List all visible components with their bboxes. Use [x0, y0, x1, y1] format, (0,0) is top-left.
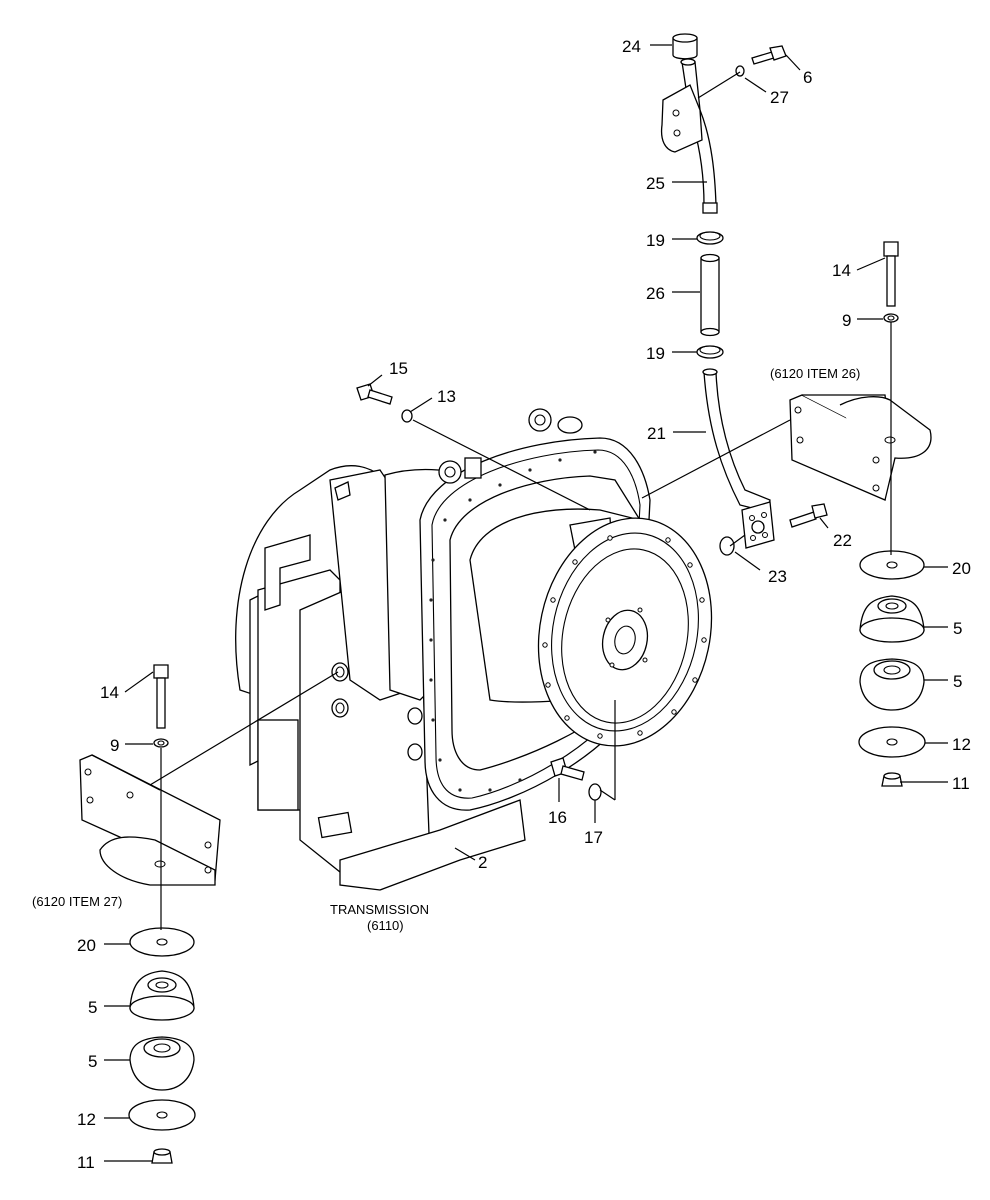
callout-5-right-upper: 5 — [953, 619, 962, 638]
callout-14-left: 14 — [100, 683, 119, 702]
nut-11-left — [151, 1148, 173, 1164]
bolt-14-left — [153, 664, 169, 729]
caption-transmission: TRANSMISSION — [330, 902, 429, 917]
front-flange — [537, 517, 713, 747]
callout-16: 16 — [548, 808, 567, 827]
callout-23: 23 — [768, 567, 787, 586]
bolt-15 — [356, 383, 393, 405]
callout-14-right: 14 — [832, 261, 851, 280]
caption-transmission-ref: (6110) — [367, 918, 404, 933]
callout-13: 13 — [437, 387, 456, 406]
washer-27 — [735, 65, 745, 77]
bolt-22 — [789, 503, 828, 528]
callout-21: 21 — [647, 424, 666, 443]
callout-27: 27 — [770, 88, 789, 107]
callout-19-upper: 19 — [646, 231, 665, 250]
bolt-6 — [751, 45, 787, 65]
plate-20-right — [859, 550, 925, 580]
rubber-mount-5-right-lower — [859, 658, 925, 711]
callout-9-right: 9 — [842, 311, 851, 330]
callout-labels: 24 6 27 25 19 26 19 14 9 15 13 21 22 23 … — [77, 37, 971, 1172]
hose-clamp-upper — [696, 231, 724, 245]
callout-20-right: 20 — [952, 559, 971, 578]
callout-11-left: 11 — [77, 1153, 95, 1172]
bolt-14-right — [883, 241, 899, 307]
caption-6120-item-27: (6120 ITEM 27) — [32, 894, 122, 909]
filler-tube — [660, 58, 718, 214]
hose — [700, 253, 720, 337]
plate-12-right — [858, 726, 926, 758]
flange-bolt-holes — [542, 535, 707, 739]
callout-26: 26 — [646, 284, 665, 303]
washer-9-left — [153, 738, 169, 748]
callout-19-lower: 19 — [646, 344, 665, 363]
o-ring-23 — [719, 536, 735, 556]
mount-bracket-right — [789, 394, 932, 501]
callout-25: 25 — [646, 174, 665, 193]
assembly-lines — [104, 44, 948, 1162]
washer-9-right — [883, 313, 899, 323]
rubber-mount-5-right-upper — [859, 595, 925, 643]
caption-6120-item-26: (6120 ITEM 26) — [770, 366, 860, 381]
bolt-16 — [550, 757, 585, 781]
callout-15: 15 — [389, 359, 408, 378]
callout-17: 17 — [584, 828, 603, 847]
captions: (6120 ITEM 26) (6120 ITEM 27) TRANSMISSI… — [32, 366, 860, 933]
cover-bolt-dots — [429, 450, 597, 792]
filler-cap — [672, 33, 698, 60]
rubber-mount-5-left-upper — [129, 970, 195, 1021]
nut-11-right — [881, 772, 903, 787]
lower-tube — [702, 368, 775, 549]
callout-11-right: 11 — [952, 774, 970, 793]
callout-9-left: 9 — [110, 736, 119, 755]
plate-12-left — [128, 1099, 196, 1131]
callout-22: 22 — [833, 531, 852, 550]
callout-12-left: 12 — [77, 1110, 96, 1129]
mount-bracket-left — [79, 754, 221, 886]
callout-2: 2 — [478, 853, 487, 872]
hose-clamp-lower — [696, 345, 724, 359]
rubber-mount-5-left-lower — [129, 1036, 195, 1091]
callout-20-left: 20 — [77, 936, 96, 955]
callout-5-left-upper: 5 — [88, 998, 97, 1017]
callout-24: 24 — [622, 37, 641, 56]
callout-5-right-lower: 5 — [953, 672, 962, 691]
callout-6: 6 — [803, 68, 812, 87]
washer-17 — [588, 783, 602, 801]
callout-5-left-lower: 5 — [88, 1052, 97, 1071]
callout-12-right: 12 — [952, 735, 971, 754]
plate-20-left — [129, 927, 195, 957]
washer-13 — [401, 409, 413, 423]
